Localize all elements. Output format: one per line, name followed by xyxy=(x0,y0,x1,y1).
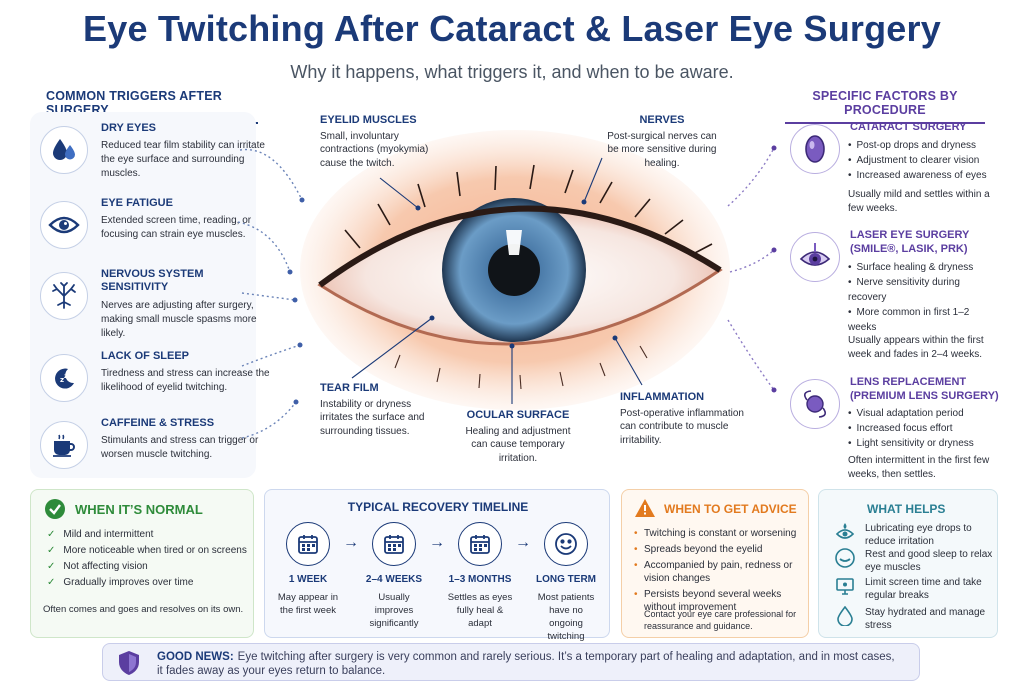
annotation-lines xyxy=(351,157,643,404)
check-icon: ✓ xyxy=(47,545,56,556)
arrow-right-icon: → xyxy=(515,534,531,551)
check-circle-icon xyxy=(45,499,65,519)
annotation-ocular-surface: OCULAR SURFACE Healing and adjustment ca… xyxy=(465,409,571,464)
coffee-cup-icon xyxy=(40,421,88,469)
warning-icon xyxy=(635,499,655,517)
advice-note: Contact your eye care professional for r… xyxy=(644,609,797,631)
timeline-step-1-week: 1 WEEK May appear in the first week xyxy=(273,522,343,617)
svg-text:z: z xyxy=(64,373,68,380)
advice-title: WHEN TO GET ADVICE xyxy=(664,502,797,516)
arrow-right-icon: → xyxy=(343,534,359,551)
when-normal-note: Often comes and goes and resolves on its… xyxy=(43,604,244,615)
annotation-tear-film: TEAR FILM Instability or dryness irritat… xyxy=(320,382,425,437)
neuron-icon xyxy=(40,272,88,320)
when-normal-title: WHEN IT’S NORMAL xyxy=(75,502,203,517)
when-normal-card: WHEN IT’S NORMAL ✓Mild and intermittent … xyxy=(30,489,254,638)
recovery-timeline-card: TYPICAL RECOVERY TIMELINE 1 WEEK May app… xyxy=(264,489,610,642)
right-connectors xyxy=(727,145,777,393)
timeline-title: TYPICAL RECOVERY TIMELINE xyxy=(347,500,529,514)
what-helps-card: WHAT HELPS Lubricating eye drops to redu… xyxy=(818,489,998,638)
good-news-banner: GOOD NEWS:Eye twitching after surgery is… xyxy=(102,643,920,681)
left-connectors xyxy=(237,148,305,439)
rest-eye-icon xyxy=(835,548,855,568)
calendar-icon xyxy=(286,522,330,566)
timeline-step-long-term: LONG TERM Most patients have no ongoing … xyxy=(531,522,601,643)
timeline-step-2-4-weeks: 2–4 WEEKS Usually improves significantly xyxy=(359,522,429,630)
lens-eye-icon xyxy=(790,124,840,174)
procedures-heading: SPECIFIC FACTORS BY PROCEDURE xyxy=(785,89,985,124)
water-drop-icon xyxy=(837,606,853,626)
annotation-eyelid-muscles: EYELID MUSCLES Small, involuntary contra… xyxy=(320,114,429,169)
when-to-get-advice-card: WHEN TO GET ADVICE •Twitching is constan… xyxy=(621,489,809,638)
shield-icon xyxy=(119,651,139,675)
laser-eye-icon xyxy=(790,232,840,282)
helps-title: WHAT HELPS xyxy=(867,502,946,516)
page-subtitle: Why it happens, what triggers it, and wh… xyxy=(290,62,734,82)
check-icon: ✓ xyxy=(47,577,56,588)
annotation-nerves: NERVES Post-surgical nerves can be more … xyxy=(607,114,717,169)
good-news-text: Eye twitching after surgery is very comm… xyxy=(157,651,895,677)
calendar-icon xyxy=(372,522,416,566)
eye-icon xyxy=(40,201,88,249)
check-icon: ✓ xyxy=(47,561,56,572)
good-news-label: GOOD NEWS: xyxy=(157,651,234,663)
calendar-icon xyxy=(458,522,502,566)
svg-text:z: z xyxy=(60,376,64,384)
eye-drops-icon xyxy=(835,523,855,539)
arrow-right-icon: → xyxy=(429,534,445,551)
droplets-icon xyxy=(40,126,88,174)
smiley-icon xyxy=(544,522,588,566)
monitor-icon xyxy=(836,578,854,595)
lens-implant-icon xyxy=(790,379,840,429)
timeline-step-1-3-months: 1–3 MONTHS Settles as eyes fully heal & … xyxy=(445,522,515,630)
page-title: Eye Twitching After Cataract & Laser Eye… xyxy=(83,8,941,49)
annotation-inflammation: INFLAMMATION Post-operative inflammation… xyxy=(620,391,744,446)
check-icon: ✓ xyxy=(47,529,56,540)
